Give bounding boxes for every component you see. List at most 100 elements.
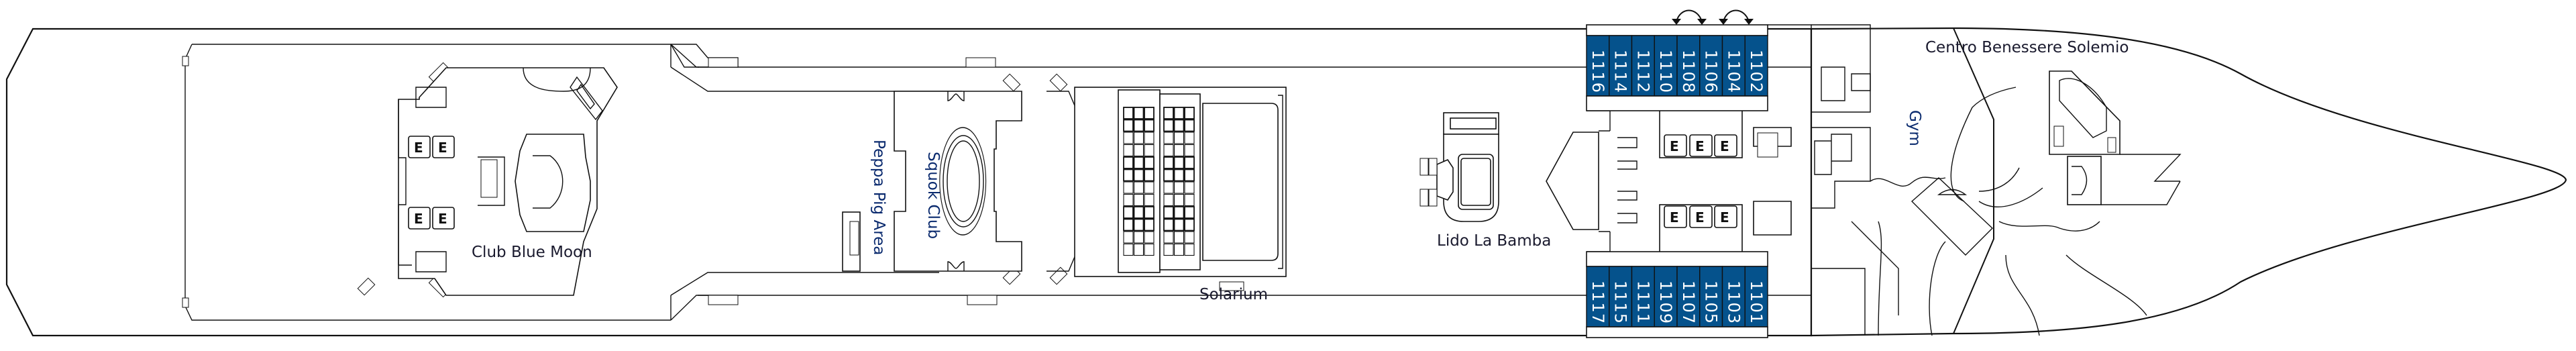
cabin-1108[interactable]: 1108 — [1676, 35, 1701, 97]
club-blue-moon-area[interactable]: Club Blue Moon — [398, 67, 618, 296]
cabin-box[interactable] — [1676, 266, 1701, 328]
cabin-box[interactable] — [1654, 35, 1678, 97]
cabin-1110[interactable]: 1110 — [1654, 35, 1678, 97]
cabin-1103[interactable]: 1103 — [1721, 266, 1746, 328]
sun-lounger — [1184, 144, 1195, 157]
sun-lounger — [1184, 193, 1195, 207]
sun-lounger — [1173, 156, 1185, 169]
cabin-1104[interactable]: 1104 — [1721, 35, 1746, 97]
sun-lounger — [1163, 193, 1174, 207]
cabin-number: 1102 — [1747, 50, 1766, 93]
cabin-number: 1115 — [1611, 281, 1630, 324]
cabin-1101[interactable]: 1101 — [1744, 266, 1768, 328]
forward-lobby: E E E E E E — [1546, 107, 1792, 256]
aft-elevator-bank: E E E E — [398, 87, 455, 272]
sun-lounger — [1144, 119, 1155, 132]
sun-lounger — [1133, 218, 1144, 232]
cabin-1116[interactable]: 1116 — [1586, 35, 1610, 97]
sun-lounger — [1173, 107, 1185, 119]
cabin-number: 1103 — [1724, 281, 1743, 324]
sun-lounger — [1184, 168, 1195, 182]
sun-lounger — [1123, 206, 1134, 219]
sun-lounger — [1173, 132, 1185, 144]
sun-lounger — [1173, 231, 1185, 244]
sun-lounger — [1133, 119, 1144, 132]
solarium-area[interactable]: Solarium — [1046, 87, 1287, 303]
cabin-box[interactable] — [1699, 35, 1723, 97]
sun-lounger — [1144, 107, 1155, 119]
elevator-icon: E — [438, 211, 447, 227]
sun-lounger — [1144, 231, 1155, 244]
sun-lounger — [1123, 132, 1134, 144]
cabin-box[interactable] — [1654, 266, 1678, 328]
cabin-box[interactable] — [1744, 35, 1768, 97]
sun-lounger — [1144, 218, 1155, 232]
sun-lounger — [1163, 243, 1174, 256]
sun-lounger — [1123, 168, 1134, 182]
cabin-1106[interactable]: 1106 — [1699, 35, 1723, 97]
sun-lounger — [1133, 231, 1144, 244]
cabin-number: 1108 — [1679, 50, 1698, 93]
cabin-box[interactable] — [1676, 35, 1701, 97]
sun-lounger — [1144, 144, 1155, 157]
cabin-1109[interactable]: 1109 — [1654, 266, 1678, 328]
sun-lounger — [1133, 144, 1144, 157]
sun-lounger — [1173, 181, 1185, 194]
sun-lounger — [1184, 107, 1195, 119]
cabin-box[interactable] — [1721, 266, 1746, 328]
cabin-1111[interactable]: 1111 — [1631, 266, 1655, 328]
cabin-box[interactable] — [1609, 266, 1633, 328]
label-lido-la-bamba: Lido La Bamba — [1437, 232, 1551, 250]
sun-lounger — [1123, 119, 1134, 132]
lido-la-bamba-area[interactable]: Lido La Bamba — [1419, 112, 1551, 250]
cabin-box[interactable] — [1699, 266, 1723, 328]
sun-lounger — [1133, 168, 1144, 182]
cabin-number: 1106 — [1702, 50, 1721, 93]
sun-lounger — [1123, 243, 1134, 256]
squok-club-area[interactable]: Squok Club Peppa Pig Area — [842, 91, 1022, 272]
cabin-1112[interactable]: 1112 — [1631, 35, 1655, 97]
sun-lounger — [1144, 132, 1155, 144]
elevator-icon: E — [414, 140, 423, 156]
cabin-box[interactable] — [1586, 266, 1610, 328]
sun-lounger — [1184, 119, 1195, 132]
sun-lounger — [1133, 193, 1144, 207]
elevator-icon: E — [414, 211, 423, 227]
elevator-icon: E — [1720, 138, 1729, 154]
sun-lounger — [1173, 218, 1185, 232]
cabin-1117[interactable]: 1117 — [1586, 266, 1610, 328]
spa-area[interactable]: Centro Benessere Solemio Gym — [1768, 24, 2182, 336]
cabin-box[interactable] — [1609, 35, 1633, 97]
elevator-icon: E — [1695, 209, 1705, 225]
sun-lounger — [1144, 181, 1155, 194]
sun-lounger — [1133, 206, 1144, 219]
sun-lounger — [1184, 181, 1195, 194]
cabin-number: 1117 — [1589, 281, 1607, 324]
cabin-number: 1111 — [1633, 281, 1652, 324]
cabin-box[interactable] — [1631, 35, 1655, 97]
cabin-1114[interactable]: 1114 — [1609, 35, 1633, 97]
cabin-1107[interactable]: 1107 — [1676, 266, 1701, 328]
sun-lounger — [1163, 132, 1174, 144]
cabin-1102[interactable]: 1102 — [1744, 35, 1768, 97]
elevator-icon: E — [1670, 209, 1679, 225]
cabin-box[interactable] — [1721, 35, 1746, 97]
sun-lounger — [1123, 156, 1134, 169]
sun-lounger-grid — [1163, 107, 1195, 256]
cabin-number: 1110 — [1656, 50, 1675, 93]
label-centro-benessere-solemio: Centro Benessere Solemio — [1925, 39, 2129, 56]
sun-lounger — [1133, 243, 1144, 256]
cabin-number: 1107 — [1679, 281, 1698, 324]
sun-lounger — [1144, 206, 1155, 219]
sun-lounger — [1184, 231, 1195, 244]
sun-lounger — [1184, 156, 1195, 169]
sun-lounger — [1163, 119, 1174, 132]
cabin-1105[interactable]: 1105 — [1699, 266, 1723, 328]
sun-lounger — [1163, 218, 1174, 232]
label-peppa-pig-area: Peppa Pig Area — [870, 140, 888, 255]
sun-lounger — [1173, 193, 1185, 207]
cabin-box[interactable] — [1744, 266, 1768, 328]
cabin-1115[interactable]: 1115 — [1609, 266, 1633, 328]
sun-lounger — [1163, 144, 1174, 157]
elevator-icon: E — [1720, 209, 1729, 225]
